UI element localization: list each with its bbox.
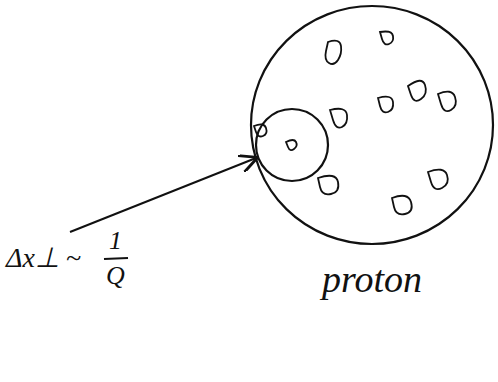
parton-blob <box>378 97 393 113</box>
fraction-bar <box>104 258 128 259</box>
parton-blob <box>286 140 297 150</box>
fraction-term: 1 <box>109 228 122 254</box>
proton-region: proton <box>248 2 496 332</box>
probe-circle <box>256 109 328 181</box>
parton-blob <box>254 124 267 136</box>
parton-blob <box>330 109 347 128</box>
parton-blob <box>380 32 393 45</box>
parton-blob <box>438 92 456 112</box>
parton-blob <box>392 196 412 215</box>
size-label: Δx⊥ ~ <box>6 244 81 272</box>
parton-blob <box>325 41 341 64</box>
fraction-term: Q <box>106 263 125 289</box>
proton-label: proton <box>322 260 422 298</box>
parton-blob <box>428 170 448 190</box>
parton-blob <box>318 176 338 195</box>
parton-blob <box>408 81 426 101</box>
leader-arrow <box>70 158 256 232</box>
proton-circle <box>251 6 493 244</box>
